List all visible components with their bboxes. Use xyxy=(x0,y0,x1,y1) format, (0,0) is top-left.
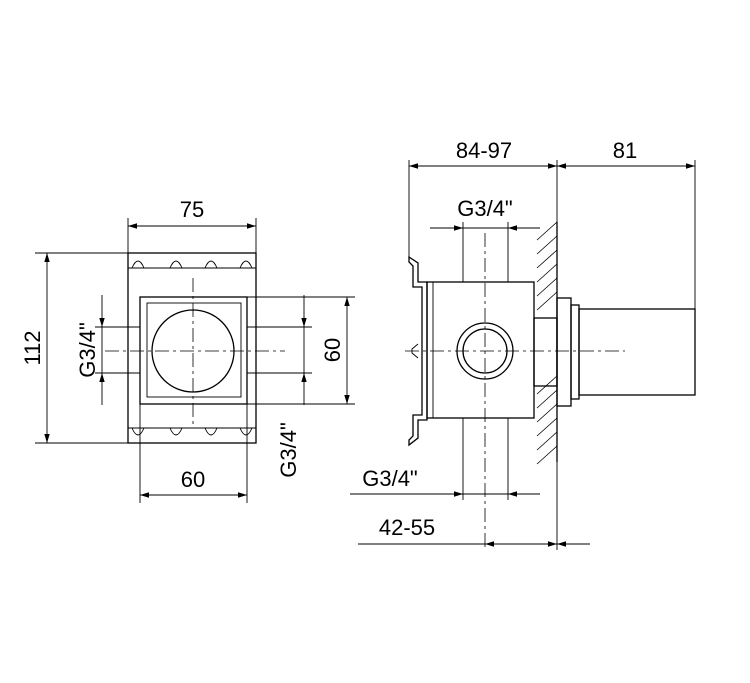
mounting-plate xyxy=(127,252,257,444)
top-notches xyxy=(128,260,256,269)
inner-frame xyxy=(146,302,242,398)
dim-width-60: 60 xyxy=(181,467,205,492)
dim-projection-81: 81 xyxy=(613,138,637,163)
dim-depth-84-97: 84-97 xyxy=(456,138,512,163)
wall-hatching xyxy=(536,221,558,465)
dim-thread-right: G3/4" xyxy=(276,422,301,478)
dim-thread-top: G3/4" xyxy=(457,196,513,221)
wall-flange xyxy=(556,297,572,407)
dim-height-112: 112 xyxy=(20,330,45,365)
front-view: 75 112 G3/4" 60 G3/4" 60 xyxy=(20,197,355,503)
side-view: 84-97 81 G3/4" G3/4" 42-55 xyxy=(350,138,696,550)
dim-range-42-55: 42-55 xyxy=(379,515,435,540)
valve-body xyxy=(139,296,248,405)
mounting-bracket xyxy=(408,255,428,447)
valve-neck xyxy=(533,317,558,387)
side-valve-body xyxy=(426,281,535,419)
dim-thread-left: G3/4" xyxy=(75,322,100,378)
dim-width-75: 75 xyxy=(180,197,204,222)
bottom-notches xyxy=(128,427,256,436)
dim-height-60: 60 xyxy=(320,338,345,362)
flange-ring xyxy=(570,304,580,400)
projecting-sleeve xyxy=(578,308,696,396)
dim-thread-bottom: G3/4" xyxy=(362,466,418,491)
